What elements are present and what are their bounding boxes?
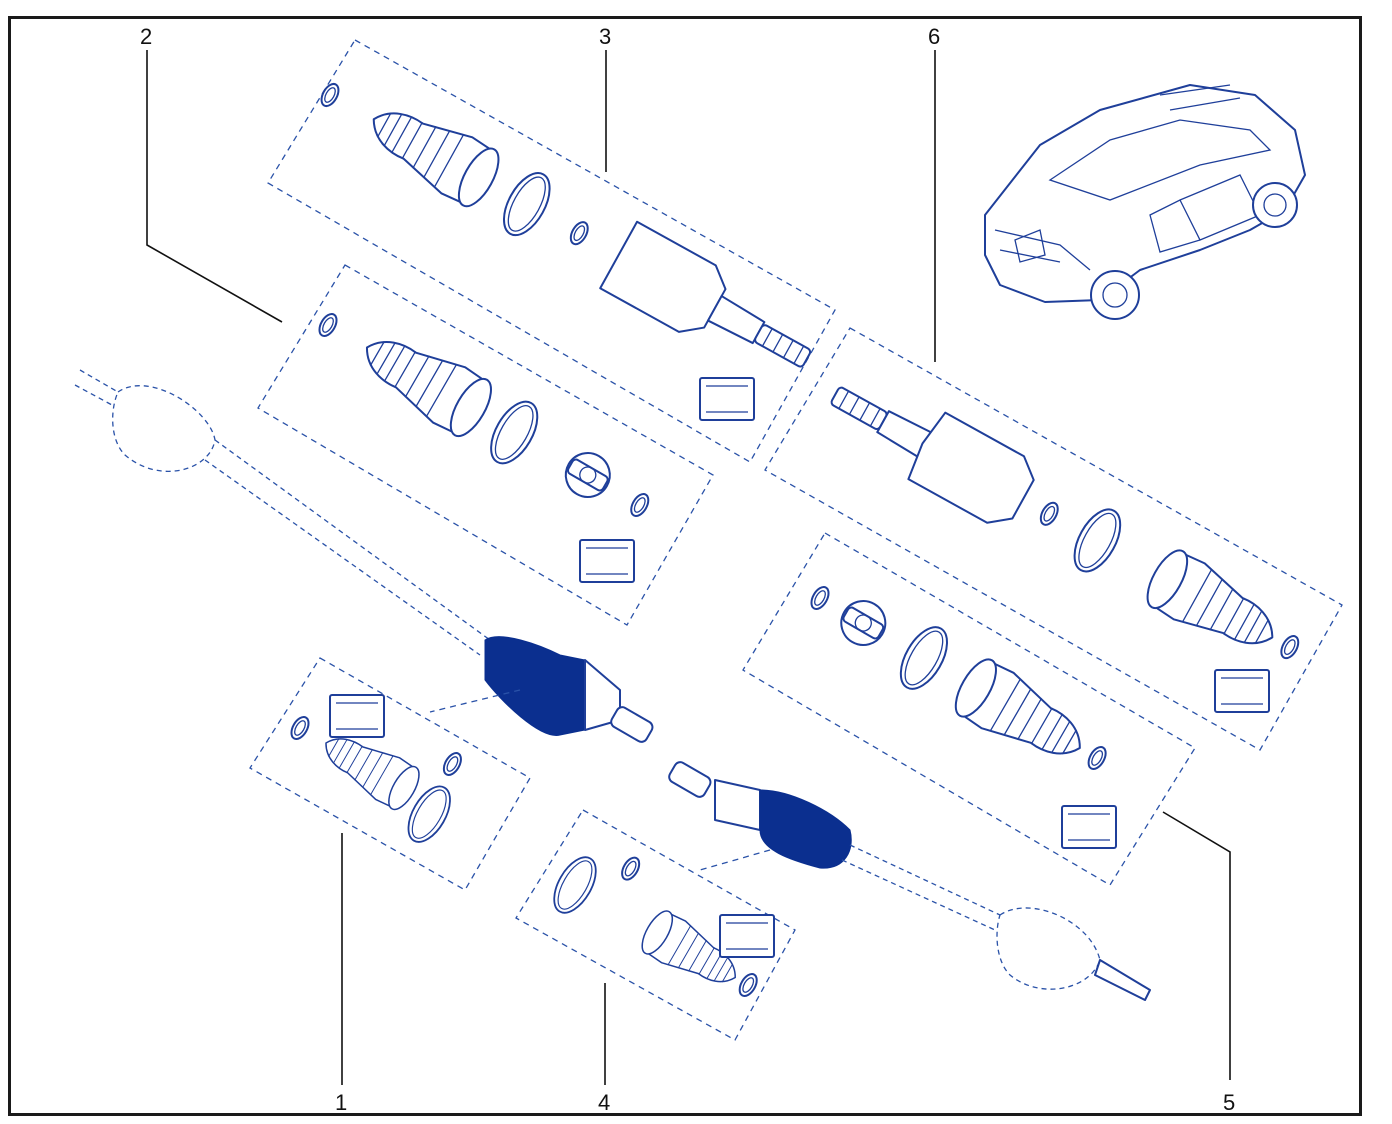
callout-5: 5	[1223, 1090, 1235, 1115]
callout-4: 4	[598, 1090, 610, 1115]
callout-6: 6	[928, 24, 940, 49]
left-driveshaft	[74, 369, 654, 743]
vehicle-illustration	[984, 84, 1306, 320]
callout-1: 1	[335, 1090, 347, 1115]
leader-lines	[146, 50, 1231, 1085]
kit-1-outer-boot	[249, 657, 531, 891]
right-driveshaft	[668, 761, 1151, 1001]
kit-4-inner-boot	[515, 809, 796, 1041]
callout-2: 2	[140, 24, 152, 49]
callout-3: 3	[599, 24, 611, 49]
kit-3-outer-joint	[267, 39, 836, 463]
kit-2-inner-joint	[257, 264, 714, 626]
kit-5-outer-joint	[742, 532, 1196, 886]
kit-6-inner-joint	[764, 327, 1343, 751]
